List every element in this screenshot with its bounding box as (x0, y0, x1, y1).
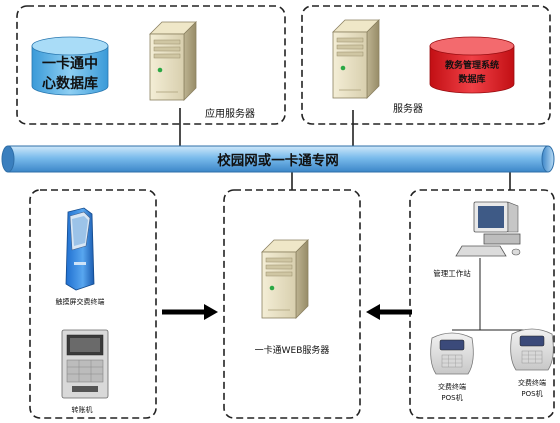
pos-terminal-1-label-1: 交费终端 (438, 382, 466, 391)
web-server-icon (261, 239, 309, 319)
network-label: 校园网或一卡通专网 (217, 152, 339, 169)
central-database (31, 36, 109, 96)
left-terminal-group (29, 189, 157, 419)
touch-kiosk-label: 触摸屏交费终端 (56, 297, 105, 306)
workstation-icon (455, 201, 521, 257)
academic-database-label-1: 教务管理系统 (444, 59, 499, 71)
pos-terminal-1-icon (430, 332, 474, 375)
academic-database (429, 36, 515, 94)
central-database-label-2: 心数据库 (42, 75, 98, 92)
touch-kiosk-icon (65, 207, 95, 291)
top-left-group (16, 5, 286, 125)
network-pipe (1, 145, 555, 173)
app-server-label: 应用服务器 (205, 107, 255, 120)
arrow-left-to-center (162, 304, 218, 320)
pos-terminal-2-label-2: POS机 (521, 389, 542, 398)
app-server-icon (149, 21, 197, 101)
top-right-group (301, 5, 551, 125)
workstation-label: 管理工作站 (433, 268, 471, 278)
web-server-label: 一卡通WEB服务器 (255, 344, 330, 356)
right-terminal-group (409, 189, 555, 419)
server-label: 服务器 (393, 102, 423, 115)
transfer-machine-icon (61, 329, 109, 399)
academic-database-label-2: 数据库 (458, 73, 485, 85)
transfer-machine-label: 转账机 (72, 405, 93, 414)
pos-terminal-2-icon (510, 328, 554, 371)
server-icon (332, 19, 380, 99)
pos-terminal-1-label-2: POS机 (441, 393, 462, 402)
arrow-right-to-center (366, 304, 412, 320)
central-database-label-1: 一卡通中 (42, 55, 98, 72)
pos-terminal-2-label-1: 交费终端 (518, 378, 546, 387)
